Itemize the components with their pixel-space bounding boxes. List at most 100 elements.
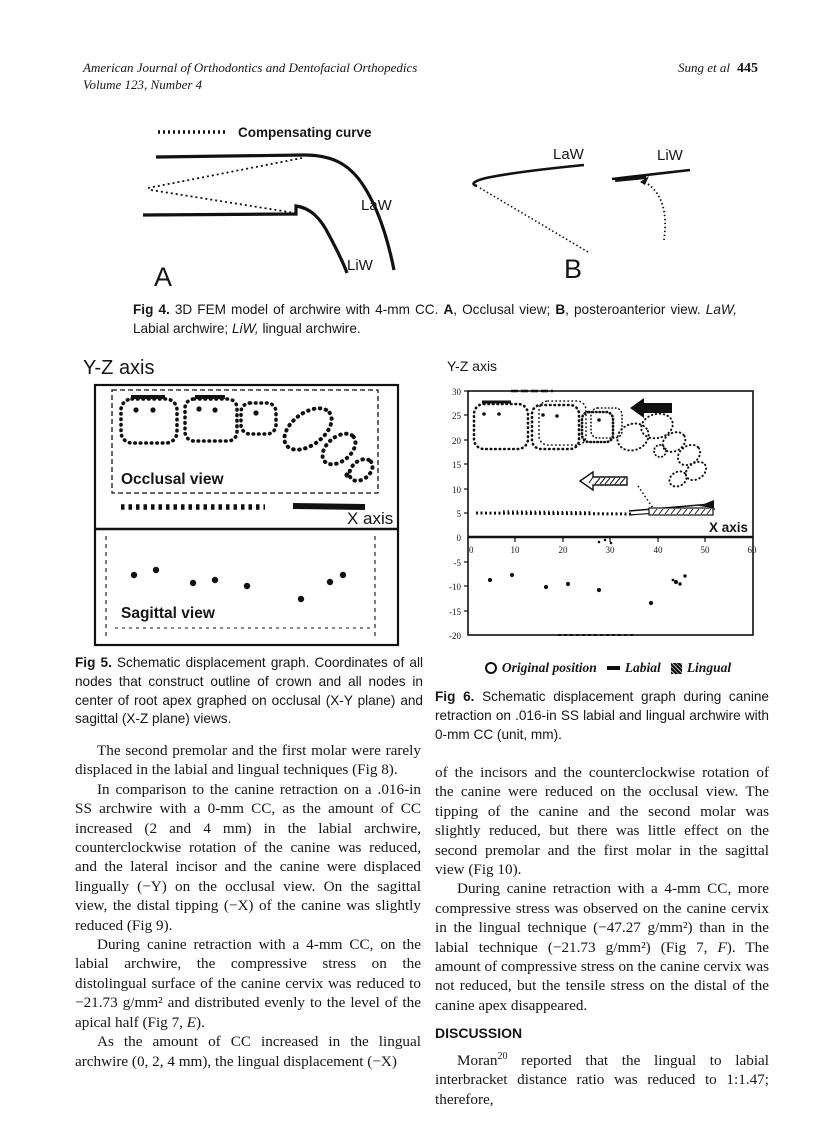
labial-archwire-curve-b <box>472 163 585 188</box>
lingual-archwire-curve-a <box>142 204 349 274</box>
node-dot <box>541 413 545 417</box>
fig5-x-axis-label: X axis <box>347 509 393 528</box>
lingual-bar-hatch <box>652 508 712 515</box>
ytick-label: 15 <box>452 460 462 470</box>
node-dot <box>597 418 601 422</box>
apex-dot <box>596 587 602 593</box>
original-position-icon <box>484 662 497 674</box>
apex-dot <box>339 571 347 579</box>
legend-labial-label: Labial <box>624 660 661 675</box>
incisor1-outline <box>320 431 358 467</box>
lingual-archwire-dotted-b <box>647 183 666 241</box>
apex-dot <box>326 578 334 586</box>
apex-dot <box>130 571 138 579</box>
xtick-label: 10 <box>511 545 521 555</box>
journal-volume: Volume 123, Number 4 <box>83 76 203 92</box>
ytick-label: 30 <box>452 387 462 397</box>
fig4-caption-label: Fig 4. <box>133 302 170 317</box>
paragraph-text: During canine retraction with a 4-mm CC,… <box>435 880 769 956</box>
xtick-label: 50 <box>701 545 711 555</box>
journal-title: American Journal of Orthodontics and Den… <box>83 60 418 75</box>
labial-line-icon <box>606 666 620 670</box>
premolar-outline <box>580 410 615 444</box>
paragraph: In comparison to the canine retraction o… <box>75 780 421 934</box>
apex-dot <box>152 566 160 574</box>
apex-dot <box>297 595 305 603</box>
apex-dot <box>211 576 219 584</box>
incisor-outline <box>661 431 687 453</box>
incisor-outline <box>676 443 702 467</box>
apex-dot <box>648 600 654 606</box>
stray-dot <box>603 538 607 542</box>
node-dot <box>133 407 139 413</box>
ytick-label: -15 <box>449 607 461 617</box>
xtick-label: 60 <box>748 545 758 555</box>
node-circle <box>653 444 667 458</box>
fig4-caption-text5: lingual archwire. <box>258 320 361 336</box>
fig5-displacement-graph: Y-Z axis Occlusal view X axis <box>83 357 400 647</box>
panel-a-label: A <box>154 262 172 292</box>
canine-outline <box>616 422 650 452</box>
fig5-yz-axis-label: Y-Z axis <box>83 357 155 379</box>
fig6-caption-text: Schematic displacement graph during cani… <box>435 689 769 742</box>
stray-dot <box>609 541 613 545</box>
node-dot <box>482 412 486 416</box>
page-number: 445 <box>737 61 758 76</box>
archwire-dotted-line2 <box>502 510 594 513</box>
node-dot <box>196 406 202 412</box>
incisor2-outline <box>347 457 375 483</box>
apex-dot <box>678 582 682 586</box>
legend-labial: Labial <box>606 660 661 676</box>
apex-dot <box>683 574 687 578</box>
ytick-label: 5 <box>457 509 462 519</box>
body-left-column: The second premolar and the first molar … <box>75 741 421 1071</box>
node-dot <box>212 407 218 413</box>
xtick-label: 30 <box>606 545 616 555</box>
fig5-caption-label: Fig 5. <box>75 655 112 670</box>
fig4-caption-liw: LiW, <box>231 320 259 336</box>
apex-dot <box>565 581 571 587</box>
fig6-displacement-chart: Y-Z axis 30 25 20 15 10 5 0 -5 -10 -15 -… <box>447 358 758 641</box>
paragraph: The second premolar and the first molar … <box>75 742 421 779</box>
xtick-label: 20 <box>559 545 569 555</box>
fig6-caption: Fig 6. Schematic displacement graph duri… <box>435 688 769 744</box>
fig4-caption-text2: , Occlusal view; <box>453 302 556 317</box>
lingual-square-icon <box>670 662 682 674</box>
apex-dot <box>671 578 675 582</box>
fig4-caption-law: LaW, <box>705 302 737 317</box>
figure-ref-italic: E <box>186 1013 197 1031</box>
molar1-outline <box>472 402 530 451</box>
xtick-label: 40 <box>654 545 664 555</box>
molar2-outline <box>530 403 581 451</box>
law-label-a: LaW <box>361 197 393 214</box>
node-dot <box>555 414 559 418</box>
molar1-outline <box>119 397 179 445</box>
fig6-x-axis-label: X axis <box>709 520 748 535</box>
wire-arrowhead <box>699 500 714 508</box>
apex-dot <box>243 582 251 590</box>
fig4-caption-b: B <box>555 302 566 317</box>
authors: Sung et al <box>678 60 730 75</box>
legend-lingual: Lingual <box>670 660 731 676</box>
apex-dot <box>673 579 679 585</box>
stray-dot <box>597 540 601 544</box>
occlusal-view-label: Occlusal view <box>121 471 224 488</box>
fig5-outer-box <box>93 383 400 647</box>
labial-archwire-curve-a <box>155 153 396 271</box>
legend-original-position: Original position <box>484 660 597 676</box>
paragraph-text: ). The amount of compressive stress on t… <box>435 938 769 1014</box>
ytick-label: -20 <box>449 631 461 641</box>
paragraph: During canine retraction with a 4-mm CC,… <box>75 935 421 1032</box>
paragraph: of the incisors and the counterclockwise… <box>435 764 769 879</box>
node-dot <box>150 407 156 413</box>
ytick-label: 0 <box>457 533 462 543</box>
compensating-curve-upper <box>147 157 303 189</box>
sagittal-view-label: Sagittal view <box>121 605 216 622</box>
premolar-outline <box>239 401 278 436</box>
lingual-wire-bar <box>648 507 714 516</box>
fig4-caption-text: 3D FEM model of archwire with 4-mm CC. <box>169 302 444 317</box>
fig6-caption-label: Fig 6. <box>435 689 475 704</box>
citation-superscript: 20 <box>497 1050 508 1062</box>
apex-dot <box>543 584 549 590</box>
fig4-caption-text3: , posteroanterior view. <box>565 302 706 317</box>
